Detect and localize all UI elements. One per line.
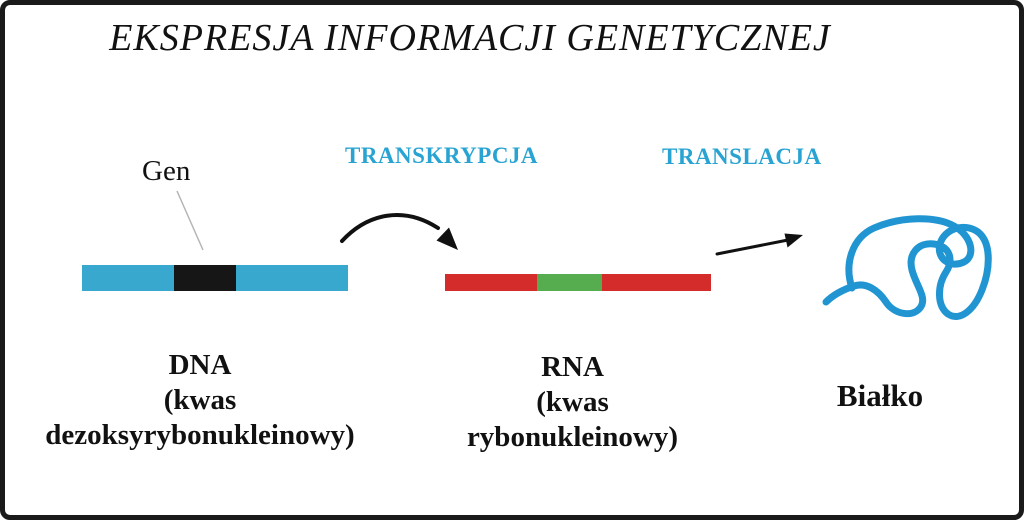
- rna-caption-line: RNA: [541, 351, 604, 383]
- gene-pointer-line: [176, 190, 204, 251]
- transcription-label: TRANSKRYPCJA: [345, 143, 539, 168]
- dna-caption-line: dezoksyrybonukleinowy): [45, 419, 355, 451]
- dna-caption: DNA (kwas dezoksyrybonukleinowy): [30, 348, 370, 453]
- gene-segment: [174, 265, 236, 291]
- translation-label: TRANSLACJA: [662, 144, 822, 169]
- protein-squiggle: [822, 215, 992, 320]
- diagram-title: EKSPRESJA INFORMACJI GENETYCZNEJ: [109, 17, 831, 59]
- rna-caption-line: rybonukleinowy): [466, 421, 679, 453]
- gene-label: Gen: [142, 155, 191, 187]
- protein-caption: Białko: [836, 378, 924, 413]
- rna-caption-line: (kwas: [536, 386, 609, 418]
- translation-arrow: [715, 233, 803, 256]
- rna-caption: RNA (kwas rybonukleinowy): [430, 350, 715, 455]
- dna-caption-line: DNA: [168, 349, 232, 381]
- transcription-arrow: [340, 213, 458, 250]
- rna-coding-segment: [537, 274, 602, 291]
- rna-strand-bar: [445, 274, 711, 291]
- dna-caption-line: (kwas: [163, 384, 237, 416]
- dna-strand-bar: [82, 265, 348, 291]
